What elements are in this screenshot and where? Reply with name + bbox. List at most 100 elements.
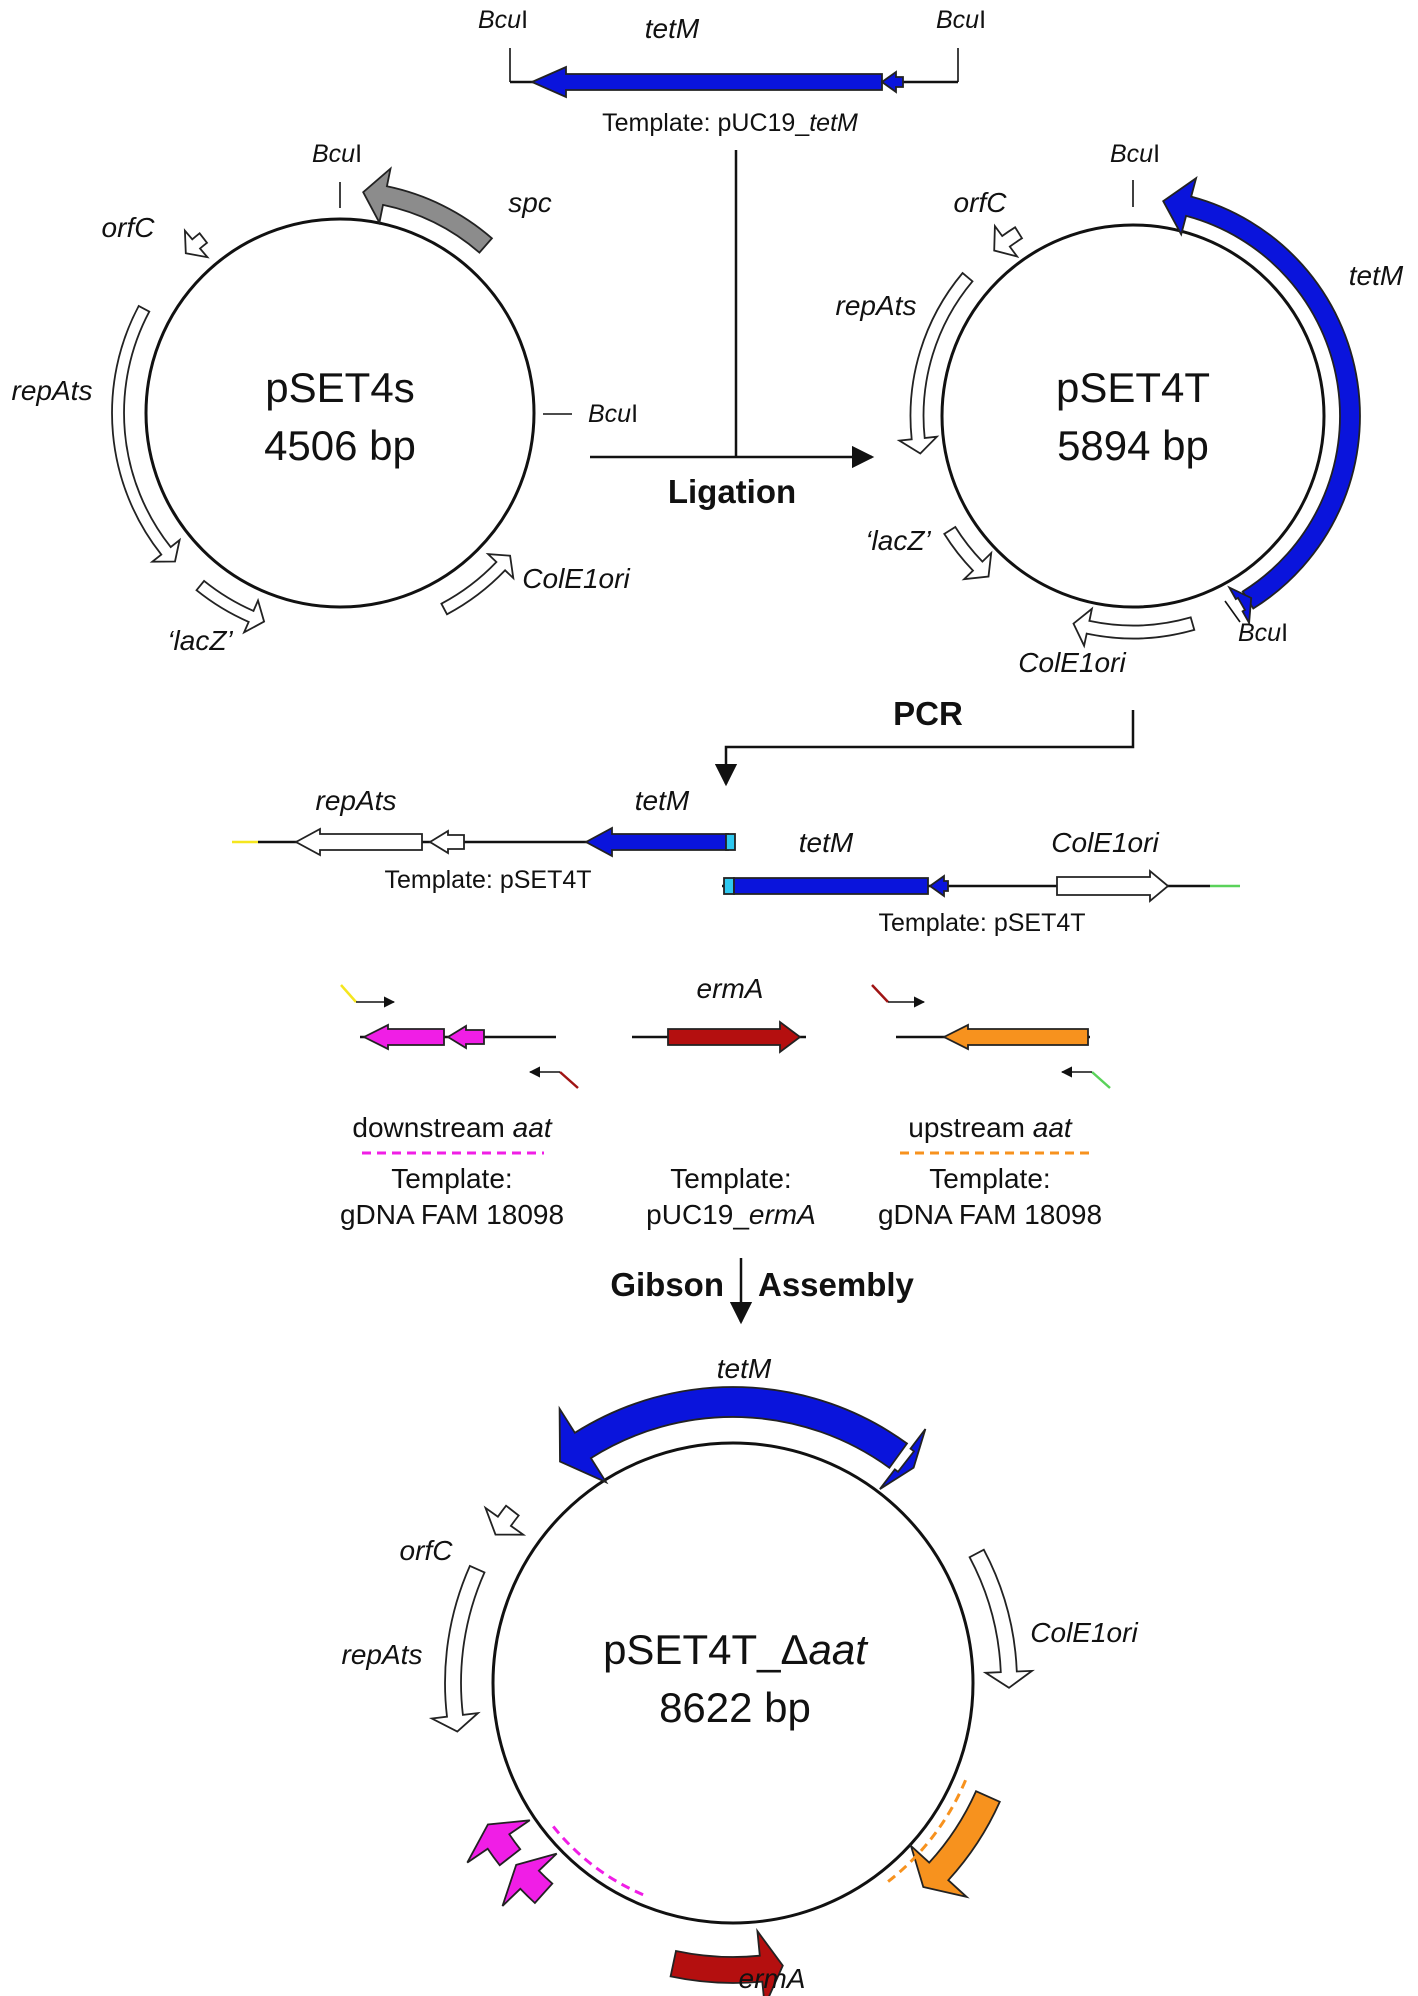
tetm-small-arrow [880, 70, 904, 94]
tetm-source-fragment: BcuI BcuI tetM Template: pUC19_tetM [478, 6, 986, 137]
bcui-right-label: BcuI [588, 400, 638, 428]
final-backbone [491, 1441, 975, 1925]
tetm-gene-arc [1162, 176, 1361, 610]
bcui-top-label: BcuI [312, 140, 362, 168]
bcui-top-label: BcuI [1110, 140, 1160, 168]
plasmid-size: 8622 bp [659, 1684, 811, 1731]
tetm-gene-arrow [584, 826, 729, 858]
lacz-label: ‘lacZ’ [167, 625, 233, 656]
primer-yellow-tail [340, 984, 357, 1003]
pset4t-plasmid: BcuI BcuI tetM orfC repAts ‘lacZ’ ColE1o… [836, 140, 1404, 678]
erma-label: ermA [739, 1963, 806, 1994]
pcr-step: PCR [714, 695, 1135, 787]
upstream-aat-fragment: upstream aat Template: gDNA FAM 18098 [871, 984, 1111, 1230]
orfc-gene-arrow [428, 829, 465, 855]
tetm-gene-arc [558, 1386, 909, 1485]
orfc-label: orfC [102, 212, 156, 243]
tetm-small-arrow [928, 874, 949, 898]
erma-label: ermA [697, 973, 764, 1004]
template-line-1: Template: [391, 1163, 512, 1194]
pcr-label: PCR [893, 695, 963, 732]
repats-gene-arc [428, 1564, 486, 1733]
pset4s-plasmid: BcuI BcuI spc orfC repAts ‘lacZ’ ColE1or… [12, 140, 639, 656]
template-line-1: Template: [670, 1163, 791, 1194]
orfc-label: orfC [400, 1535, 454, 1566]
bcui-site-left-label: BcuI [478, 6, 528, 34]
ligation-label: Ligation [668, 473, 796, 510]
plasmid-name: pSET4T [1056, 364, 1210, 411]
downstream-aat-gene-arc-1 [466, 1819, 531, 1867]
gibson-label: Gibson [610, 1266, 724, 1303]
tetm-small-arc [1227, 585, 1253, 626]
template-label: Template: pSET4T [384, 866, 591, 894]
tetm-gene-arrow [529, 65, 883, 99]
tetm-label: tetM [635, 785, 690, 816]
lacz-label: ‘lacZ’ [865, 525, 931, 556]
gibson-assembly-step: Gibson Assembly [610, 1258, 915, 1325]
upstream-gene-arrow [941, 1023, 1089, 1051]
pset4s-backbone [144, 217, 536, 609]
tetm-gene-arrow [733, 877, 929, 895]
cole1ori-gene-arc [1072, 606, 1196, 649]
template-line-2: gDNA FAM 18098 [878, 1199, 1102, 1230]
pcr-product-right: tetM ColE1ori Template: pSET4T [722, 827, 1240, 937]
repats-gene-arrow [294, 827, 423, 857]
downstream-aat-gene-arc-2 [501, 1852, 558, 1907]
erma-gene-arrow [667, 1020, 802, 1054]
erma-fragment: ermA Template: pUC19_ermA [632, 973, 816, 1230]
upstream-aat-label: upstream aat [908, 1112, 1073, 1143]
cole1ori-label: ColE1ori [1018, 647, 1126, 678]
tetm-label: tetM [717, 1353, 772, 1384]
template-line-1: Template: [929, 1163, 1050, 1194]
cole1ori-gene-arc [968, 1548, 1035, 1689]
bcui-site-right-label: BcuI [936, 6, 986, 34]
template-label: Template: pSET4T [878, 909, 1085, 937]
repats-gene-arc [111, 304, 182, 563]
primer-red-tail [559, 1071, 579, 1089]
bcui-tick-bottom [1224, 600, 1241, 623]
downstream-gene-arrow-2 [446, 1024, 485, 1050]
primer-red-tail [871, 984, 889, 1003]
lacz-gene-arc [195, 579, 266, 635]
repats-gene-arc [896, 271, 974, 455]
erma-gene-arc [669, 1927, 784, 1996]
plasmid-name: pSET4s [265, 364, 414, 411]
cole1ori-label: ColE1ori [522, 563, 630, 594]
template-line-2: pUC19_ermA [646, 1199, 816, 1230]
repats-label: repAts [342, 1639, 423, 1670]
top-fragment-template-label: Template: pUC19_tetM [602, 109, 858, 137]
repats-label: repAts [836, 290, 917, 321]
pset4t-backbone [940, 223, 1326, 609]
cole1ori-gene-arrow [1056, 869, 1170, 903]
downstream-aat-label: downstream aat [352, 1112, 552, 1143]
pcr-product-left: repAts tetM Template: pSET4T [232, 785, 736, 894]
tetm-label: tetM [799, 827, 854, 858]
ligation-step: Ligation [590, 150, 875, 510]
template-line-2: gDNA FAM 18098 [340, 1199, 564, 1230]
primer-green-tail [1091, 1071, 1111, 1089]
upstream-aat-gene-arc [909, 1790, 1001, 1899]
plasmid-name: pSET4T_Δaat [603, 1626, 869, 1673]
spc-gene-arc [362, 166, 494, 254]
repats-label: repAts [12, 375, 93, 406]
cole1ori-label: ColE1ori [1051, 827, 1159, 858]
tetm-label: tetM [1349, 260, 1404, 291]
cole1ori-label: ColE1ori [1030, 1617, 1138, 1648]
upstream-dashed-arc [887, 1776, 969, 1883]
spc-label: spc [508, 187, 552, 218]
orfc-label: orfC [954, 187, 1008, 218]
lacz-gene-arc [943, 525, 993, 581]
assembly-label: Assembly [758, 1266, 915, 1303]
bcui-bottom-label: BcuI [1238, 619, 1288, 647]
downstream-gene-arrow-1 [361, 1023, 445, 1051]
repats-label: repAts [316, 785, 397, 816]
orfc-gene-arc [183, 228, 210, 259]
tetm-gene-label: tetM [645, 13, 700, 44]
pset4t-daat-plasmid: tetM orfC repAts ColE1ori ermA pSET4T_Δa… [342, 1353, 1138, 1996]
plasmid-size: 5894 bp [1057, 422, 1209, 469]
cole1ori-gene-arc [440, 553, 515, 616]
downstream-aat-fragment: downstream aat Template: gDNA FAM 18098 [340, 984, 579, 1230]
pcr-arrow [714, 710, 1135, 787]
plasmid-size: 4506 bp [264, 422, 416, 469]
